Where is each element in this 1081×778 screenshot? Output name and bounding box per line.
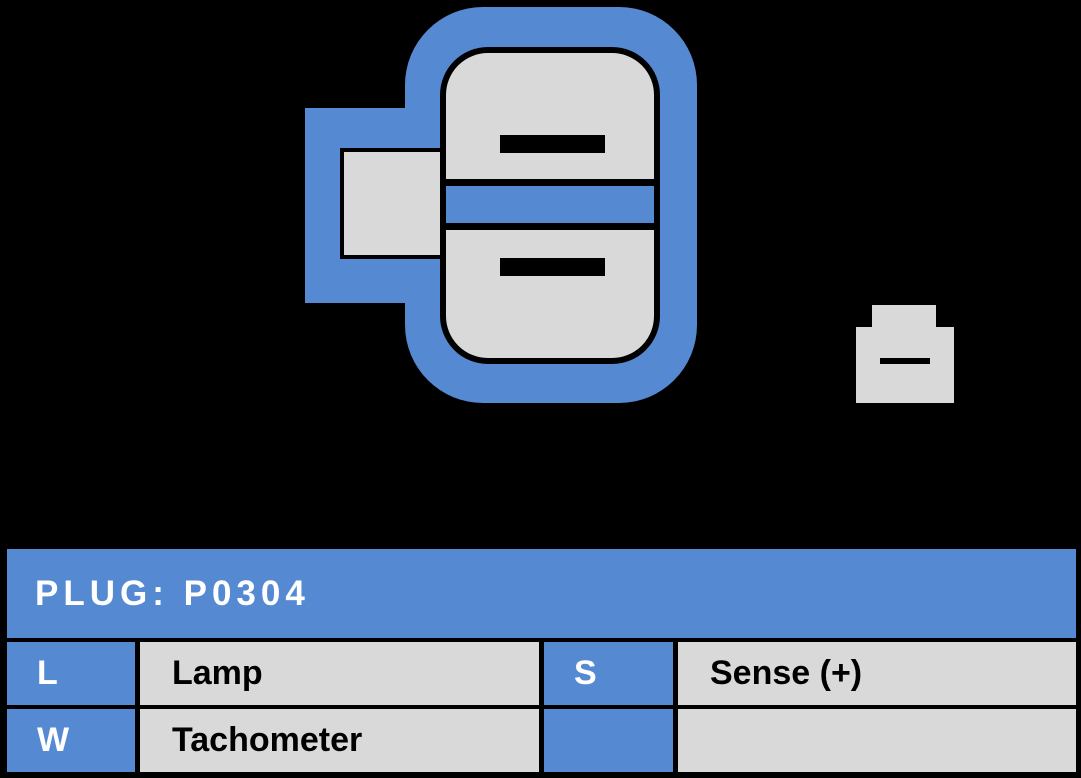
pin-desc-tachometer: Tachometer <box>140 709 539 772</box>
terminal-slot-top-icon <box>500 135 605 153</box>
pin-cell-w: W <box>7 709 135 772</box>
terminal-body <box>856 327 954 403</box>
plug-code-header: PLUG: P0304 <box>7 549 1076 638</box>
terminal-slot-icon <box>880 358 930 364</box>
pin-desc-empty <box>678 709 1076 772</box>
connector-divider-band <box>446 179 654 230</box>
pin-desc-lamp: Lamp <box>140 642 539 705</box>
plug-connector-face <box>440 47 660 364</box>
pin-cell-empty <box>544 709 673 772</box>
plug-pinout-table: PLUG: P0304 L Lamp S Sense (+) W Tachome… <box>0 540 1081 778</box>
single-spade-terminal-icon <box>856 305 954 403</box>
pin-cell-s: S <box>544 642 673 705</box>
terminal-slot-bottom-icon <box>500 258 605 276</box>
side-tab-slot <box>340 148 444 259</box>
pin-desc-sense: Sense (+) <box>678 642 1076 705</box>
pin-cell-l: L <box>7 642 135 705</box>
terminal-bump <box>872 305 936 331</box>
